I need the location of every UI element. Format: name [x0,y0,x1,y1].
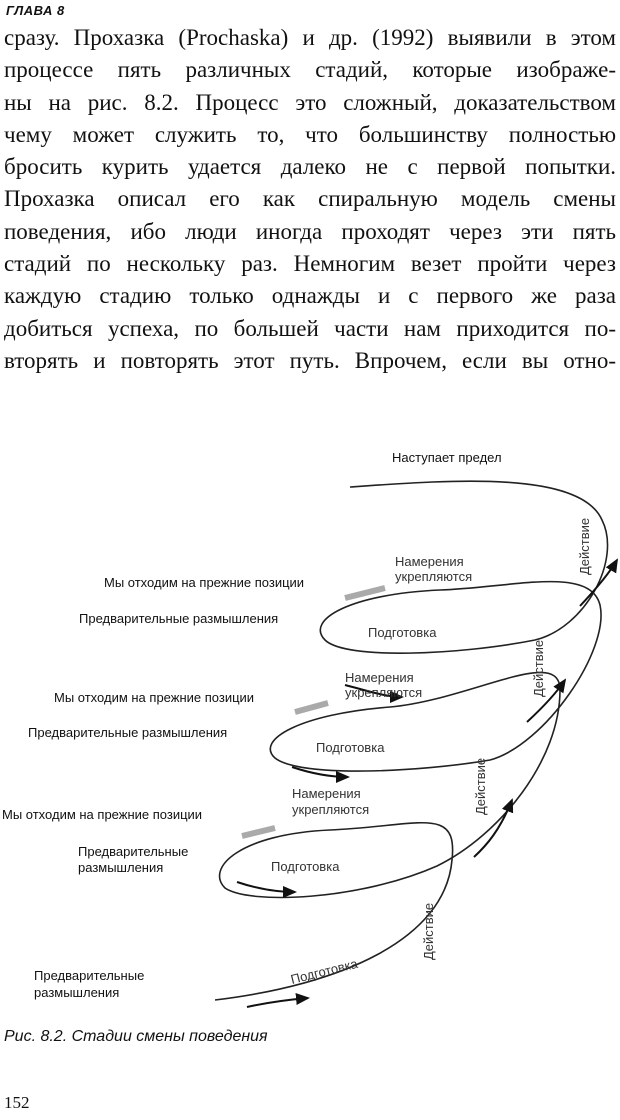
text-line: Прохазка описал его как спиральную модел… [4,186,616,212]
label-intentions: укрепляются [292,802,369,817]
arrow-icon [246,993,310,1008]
text-line: стадий по нескольку раз. Немногим везет … [4,251,616,277]
label-top: Наступает предел [392,450,502,465]
text-line: сразу. Прохазка (Prochaska) и др. (1992)… [4,25,616,50]
relapse-mark [344,585,386,601]
label-action: Действие [577,518,592,575]
label-precontemplation: размышления [34,985,119,1000]
arrow-icon [473,798,514,858]
label-preparation: Подготовка [289,956,360,987]
arrow-icon [344,684,404,703]
figure-caption: Рис. 8.2. Стадии смены поведения [4,1028,268,1045]
label-precontemplation: Предварительные [34,968,144,983]
arrow-icon [236,881,297,898]
spiral-path [214,480,609,1001]
arrow-icon [291,766,350,783]
label-intentions: Намерения [345,670,414,685]
relapse-mark [294,700,329,715]
label-action: Действие [531,640,546,697]
arrow-icon [579,558,619,607]
relapse-mark [241,825,276,839]
text-line: ны на рис. 8.2. Процесс это сложный, док… [4,89,616,115]
text-line: добиться успеха, по большей части нам пр… [4,315,616,341]
label-precontemplation: Предварительные размышления [79,611,278,626]
label-relapse: Мы отходим на прежние позиции [104,575,304,590]
label-intentions: укрепляются [345,685,422,700]
label-precontemplation: Предварительные размышления [28,725,227,740]
text-line: чему может служить то, что большинству п… [4,121,616,147]
text-line: бросить курить удается далеко не с перво… [4,154,616,180]
label-preparation: Подготовка [316,740,385,755]
label-preparation: Подготовка [368,625,437,640]
body-text: сразу. Прохазка (Prochaska) и др. (1992)… [4,22,616,377]
label-action: Действие [421,903,436,960]
label-precontemplation: размышления [78,860,163,875]
label-intentions: Намерения [292,786,361,801]
label-preparation: Подготовка [271,859,340,874]
label-action: Действие [473,758,488,815]
label-relapse: Мы отходим на прежние позиции [2,807,202,822]
label-precontemplation: Предварительные [78,844,188,859]
text-line: вторять и повторять этот путь. Впрочем, … [4,347,616,373]
page-number: 152 [4,1093,30,1112]
label-relapse: Мы отходим на прежние позиции [54,690,254,705]
label-intentions: укрепляются [395,569,472,584]
text-line: процессе пять различных стадий, которые … [4,57,616,83]
arrow-icon [526,678,567,723]
text-line: каждую стадию только однажды и с первого… [4,283,616,309]
label-intentions: Намерения [395,554,464,569]
chapter-header: ГЛАВА 8 [6,3,65,18]
text-line: поведения, ибо люди иногда проходят чере… [4,218,616,244]
